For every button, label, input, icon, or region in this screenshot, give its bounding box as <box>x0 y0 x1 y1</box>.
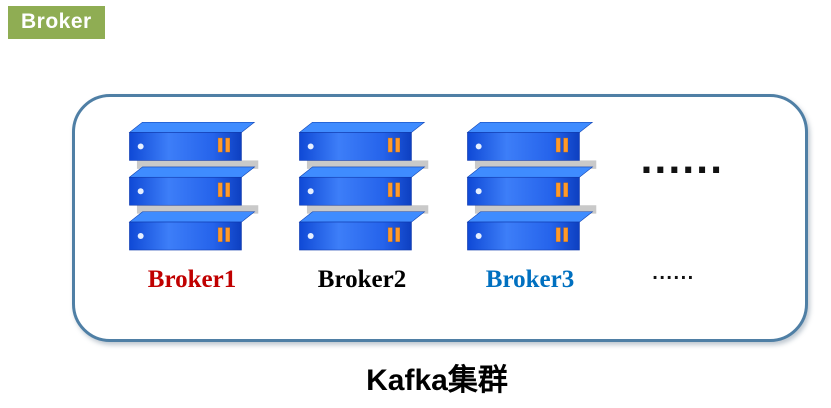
diagram-caption: Kafka集群 <box>366 364 508 397</box>
server-stack-icon <box>122 122 262 253</box>
broker2-label: Broker2 <box>317 266 407 293</box>
server-stack-icon <box>460 122 600 253</box>
server-icon <box>299 122 428 250</box>
ellipsis-more-labels: ...... <box>652 264 695 283</box>
broker1-label: Broker1 <box>147 266 237 293</box>
server-stack-icon <box>292 122 432 253</box>
server-icon <box>467 122 596 250</box>
ellipsis-more-servers: ...... <box>640 142 724 182</box>
broker-badge: Broker <box>8 6 105 39</box>
server-icon <box>129 122 258 250</box>
broker3-label: Broker3 <box>485 266 575 293</box>
